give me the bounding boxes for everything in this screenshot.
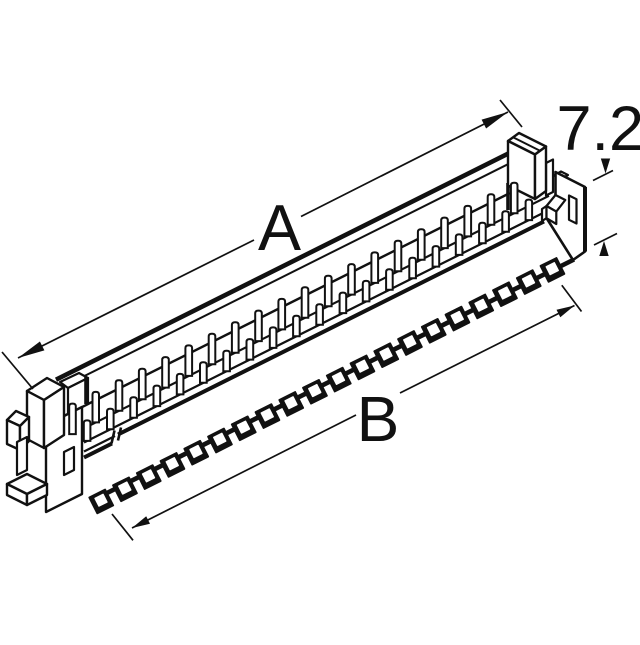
- svg-text:B: B: [357, 383, 400, 455]
- svg-text:7.2: 7.2: [557, 94, 640, 164]
- svg-text:A: A: [258, 192, 301, 264]
